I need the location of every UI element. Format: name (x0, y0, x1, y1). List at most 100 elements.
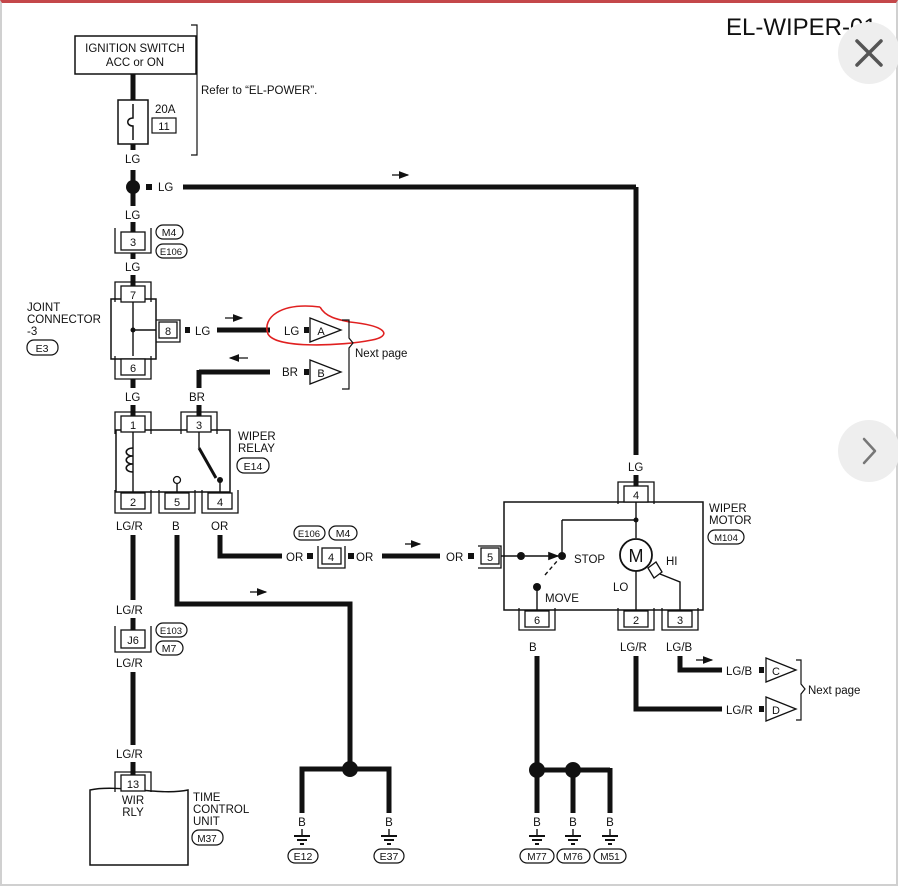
motor-hi-label: HI (666, 556, 678, 568)
wire-color-label: OR (211, 521, 228, 533)
fuse-number: 11 (158, 121, 169, 133)
ground-m51: B M51 (593, 817, 627, 864)
pin-number: 4 (328, 552, 334, 564)
ground-id: M51 (600, 852, 620, 863)
motor-lo-label: LO (613, 582, 628, 594)
connector-id: M4 (336, 528, 351, 540)
wire-color-label: LG (158, 182, 173, 194)
connector-id: E106 (298, 529, 320, 540)
ground-e12: B E12 (287, 817, 319, 864)
svg-text:A: A (317, 326, 325, 338)
fuse: 20A 11 (117, 74, 177, 145)
ignition-switch-mode: ACC or ON (106, 57, 164, 69)
off-page-arrow-a: A (309, 317, 343, 343)
ground-e37: B E37 (373, 817, 405, 864)
motor-stop-label: STOP (574, 554, 605, 566)
connector-id: E103 (160, 626, 182, 637)
svg-text:C: C (772, 666, 780, 678)
pin-number: 8 (165, 326, 171, 338)
tcu-label: TIME (193, 792, 221, 804)
wire-color-label: LG/R (116, 521, 143, 533)
close-button[interactable] (838, 22, 898, 84)
pin-number: J6 (127, 635, 139, 647)
wire-color-label: OR (286, 552, 303, 564)
ignition-switch-box: IGNITION SWITCH ACC or ON (74, 35, 197, 75)
wire-color-label: LG (284, 326, 299, 338)
pin-number: 7 (130, 290, 136, 302)
pin-number: 5 (487, 552, 493, 564)
relay-label: RELAY (238, 443, 275, 455)
pin-number: 13 (127, 779, 139, 791)
ignition-switch-label: IGNITION SWITCH (85, 43, 185, 55)
joint-connector-label: -3 (27, 326, 37, 338)
wire-color-label: LG/R (726, 705, 753, 717)
wire-color-label: LG/R (116, 749, 143, 761)
next-page-label: Next page (355, 348, 407, 360)
red-annotation-circle (266, 305, 385, 346)
ground-id: M76 (563, 852, 583, 863)
connector-m4-e106: 3 M4 E106 (114, 224, 188, 259)
connector-e106-m4-pin4: 4 E106 M4 (293, 525, 358, 569)
time-control-unit: 13 WIR RLY TIME CONTROL UNIT M37 (89, 771, 250, 866)
next-image-button[interactable] (838, 420, 898, 482)
splice-junction (126, 180, 140, 194)
wire-color-label: LG/R (620, 642, 647, 654)
close-icon (855, 39, 883, 67)
connector-id: E106 (160, 247, 182, 258)
power-bracket (191, 24, 198, 156)
svg-text:M: M (629, 546, 644, 566)
svg-text:B: B (606, 817, 614, 829)
pin-number: 1 (130, 420, 136, 432)
motor-label: WIPER (709, 503, 747, 515)
chevron-right-icon (862, 437, 877, 465)
off-page-arrow-c: C (765, 657, 798, 683)
wire-color-label: BR (189, 392, 205, 404)
relay-contact (197, 447, 218, 479)
wire-color-label: LG/B (666, 642, 693, 654)
off-page-arrow-d: D (765, 696, 798, 722)
fuse-rating: 20A (155, 104, 176, 116)
wire-color-label: LG (125, 210, 140, 222)
connector-id: M104 (714, 533, 738, 544)
joint-connector-3: JOINT CONNECTOR -3 E3 7 8 6 (26, 281, 181, 380)
motor-label: MOTOR (709, 515, 752, 527)
wiper-motor: 4 5 STOP MOVE M HI LO 6 2 3 WIPER MOTOR (478, 481, 752, 631)
refer-note: Refer to “EL-POWER”. (201, 85, 317, 97)
relay-label: WIPER (238, 431, 276, 443)
pin-number: 4 (633, 490, 639, 502)
connector-id: E3 (36, 343, 49, 355)
connector-id: M37 (197, 834, 217, 845)
pin-number: 5 (174, 497, 180, 509)
tcu-label: UNIT (193, 816, 220, 828)
connector-j6: J6 E103 M7 (114, 622, 188, 656)
joint-connector-label: JOINT (27, 302, 60, 314)
pin-number: 6 (130, 363, 136, 375)
wire-color-label: LG (628, 462, 643, 474)
connector-id: M4 (162, 227, 177, 239)
joint-connector-label: CONNECTOR (27, 314, 101, 326)
ground-m76: B M76 (556, 817, 591, 864)
pin-number: 2 (633, 615, 639, 627)
tcu-inner-label: RLY (122, 807, 144, 819)
wire-color-label: LG (125, 262, 140, 274)
wire-color-label: B (172, 521, 180, 533)
svg-text:B: B (533, 817, 541, 829)
svg-text:B: B (298, 817, 306, 829)
wire-color-label: B (529, 642, 537, 654)
wiper-relay: 1 3 2 5 4 WIPER RELAY E14 (114, 411, 276, 514)
next-page-label: Next page (808, 685, 860, 697)
wire-color-label: OR (356, 552, 373, 564)
wire-color-label: OR (446, 552, 463, 564)
svg-text:B: B (569, 817, 577, 829)
connector-id: E14 (244, 461, 263, 473)
ground-id: E12 (294, 851, 313, 863)
connector-id: M7 (162, 643, 177, 655)
tcu-inner-label: WIR (122, 795, 144, 807)
wire-color-label: BR (282, 367, 298, 379)
svg-text:D: D (772, 705, 780, 717)
pin-number: 4 (217, 497, 223, 509)
wire-color-label: LG (125, 392, 140, 404)
off-page-arrow-b: B (309, 359, 343, 385)
relay-coil (125, 447, 134, 473)
